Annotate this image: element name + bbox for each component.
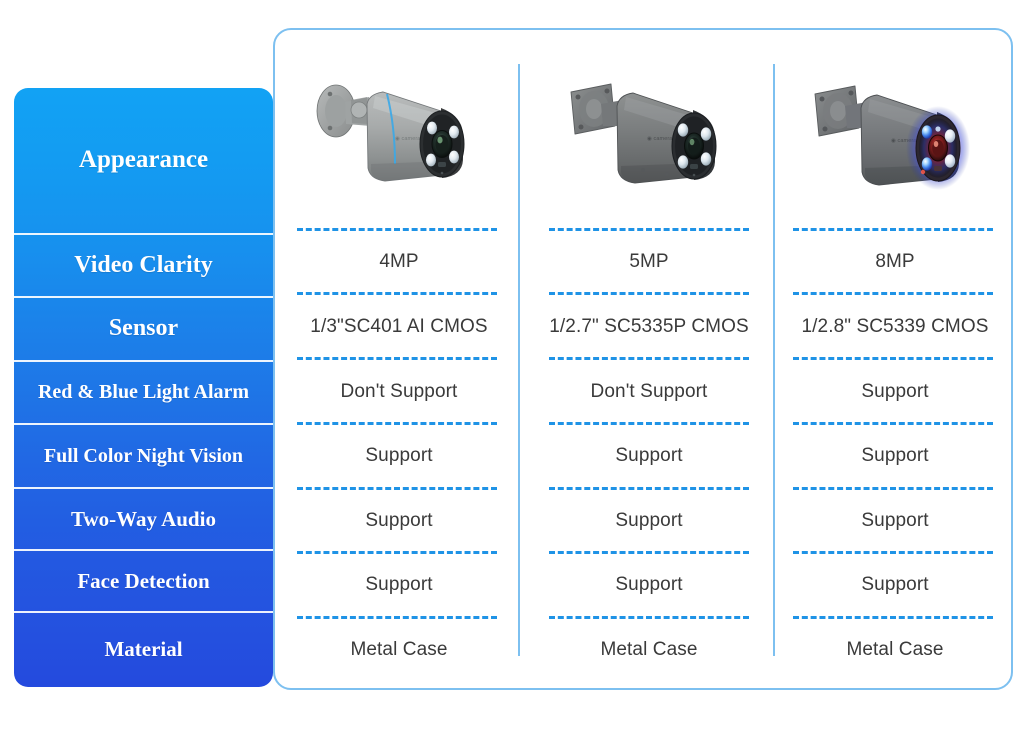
appearance-cell-col1: ◉ camera bbox=[279, 50, 519, 228]
dash-separator-col1-3 bbox=[297, 357, 497, 360]
appearance-cell-col3: ◉ camera bbox=[779, 50, 1011, 228]
dash-separator-col3-1 bbox=[793, 228, 993, 231]
dash-separator-col3-2 bbox=[793, 292, 993, 295]
two-way-audio-cell-col2: Support bbox=[615, 510, 683, 531]
feature-label-red-blue-light-alarm: Red & Blue Light Alarm bbox=[37, 381, 250, 403]
feature-label-sidebar: Appearance Video Clarity Sensor Red & Bl… bbox=[14, 88, 273, 687]
dash-separator-col1-4 bbox=[297, 422, 497, 425]
night-vision-cell-col1: Support bbox=[365, 445, 433, 466]
bullet-camera-red-blue-alarm-leds-icon: ◉ camera bbox=[814, 85, 970, 190]
column-divider-2 bbox=[773, 64, 775, 656]
feature-label-appearance: Appearance bbox=[78, 146, 209, 174]
feature-row-sensor: Sensor bbox=[14, 296, 273, 360]
night-vision-cell-col3: Support bbox=[861, 445, 929, 466]
feature-row-two-way-audio: Two-Way Audio bbox=[14, 487, 273, 549]
dash-separator-col3-5 bbox=[793, 487, 993, 490]
face-detection-cell-col3: Support bbox=[861, 574, 929, 595]
spec-data-grid: ◉ camera bbox=[275, 28, 1011, 690]
spec-column-3: ◉ camera bbox=[779, 28, 1011, 690]
dash-separator-col2-4 bbox=[549, 422, 749, 425]
video-clarity-cell-col3: 8MP bbox=[875, 251, 915, 272]
feature-row-full-color-night-vision: Full Color Night Vision bbox=[14, 423, 273, 487]
dash-separator-col2-6 bbox=[549, 551, 749, 554]
face-detection-cell-col1: Support bbox=[365, 574, 433, 595]
svg-text:◉ camera: ◉ camera bbox=[395, 136, 421, 142]
camera-image-col1: ◉ camera bbox=[279, 50, 519, 228]
face-detection-cell-col2: Support bbox=[615, 574, 683, 595]
sensor-cell-col1: 1/3"SC401 AI CMOS bbox=[310, 315, 488, 337]
svg-text:◉ camera: ◉ camera bbox=[891, 138, 917, 144]
dash-separator-col1-7 bbox=[297, 616, 497, 619]
dash-separator-col1-2 bbox=[297, 292, 497, 295]
dash-separator-col3-6 bbox=[793, 551, 993, 554]
dash-separator-col3-3 bbox=[793, 357, 993, 360]
feature-label-material: Material bbox=[104, 636, 183, 661]
spec-column-2: ◉ camera bbox=[523, 28, 775, 690]
feature-row-face-detection: Face Detection bbox=[14, 549, 273, 611]
dash-separator-col1-1 bbox=[297, 228, 497, 231]
dash-separator-col3-7 bbox=[793, 616, 993, 619]
feature-label-sensor: Sensor bbox=[108, 315, 179, 342]
feature-row-red-blue-light-alarm: Red & Blue Light Alarm bbox=[14, 360, 273, 423]
video-clarity-cell-col2: 5MP bbox=[629, 251, 669, 272]
dash-separator-col3-4 bbox=[793, 422, 993, 425]
feature-label-full-color-night-vision: Full Color Night Vision bbox=[43, 444, 244, 467]
two-way-audio-cell-col1: Support bbox=[365, 510, 433, 531]
sensor-cell-col3: 1/2.8" SC5339 CMOS bbox=[801, 315, 989, 337]
dash-separator-col2-3 bbox=[549, 357, 749, 360]
video-clarity-cell-col1: 4MP bbox=[379, 251, 419, 272]
svg-text:◉ camera: ◉ camera bbox=[647, 136, 673, 142]
red-blue-alarm-cell-col1: Don't Support bbox=[340, 380, 458, 402]
dash-separator-col2-2 bbox=[549, 292, 749, 295]
dash-separator-col2-5 bbox=[549, 487, 749, 490]
material-cell-col3: Metal Case bbox=[846, 639, 944, 660]
sensor-cell-col2: 1/2.7" SC5335P CMOS bbox=[549, 315, 749, 337]
night-vision-cell-col2: Support bbox=[615, 445, 683, 466]
camera-image-col3: ◉ camera bbox=[779, 50, 1011, 228]
dash-separator-col1-6 bbox=[297, 551, 497, 554]
two-way-audio-cell-col3: Support bbox=[861, 510, 929, 531]
dash-separator-col2-7 bbox=[549, 616, 749, 619]
feature-row-material: Material bbox=[14, 611, 273, 685]
feature-label-face-detection: Face Detection bbox=[77, 568, 210, 593]
feature-row-appearance: Appearance bbox=[14, 88, 273, 233]
feature-label-video-clarity: Video Clarity bbox=[74, 251, 213, 278]
dash-separator-col2-1 bbox=[549, 228, 749, 231]
column-divider-1 bbox=[518, 64, 520, 656]
camera-image-col2: ◉ camera bbox=[523, 50, 775, 228]
bullet-camera-silver-blue-stripe-icon: ◉ camera bbox=[316, 84, 465, 182]
material-cell-col1: Metal Case bbox=[350, 639, 448, 660]
bullet-camera-dark-gray-icon: ◉ camera bbox=[570, 83, 717, 184]
feature-row-video-clarity: Video Clarity bbox=[14, 233, 273, 296]
red-blue-alarm-cell-col3: Support bbox=[861, 380, 929, 402]
spec-column-1: ◉ camera bbox=[279, 28, 519, 690]
red-blue-alarm-cell-col2: Don't Support bbox=[590, 380, 708, 402]
feature-label-two-way-audio: Two-Way Audio bbox=[71, 506, 216, 531]
appearance-cell-col2: ◉ camera bbox=[523, 50, 775, 228]
dash-separator-col1-5 bbox=[297, 487, 497, 490]
material-cell-col2: Metal Case bbox=[600, 639, 698, 660]
